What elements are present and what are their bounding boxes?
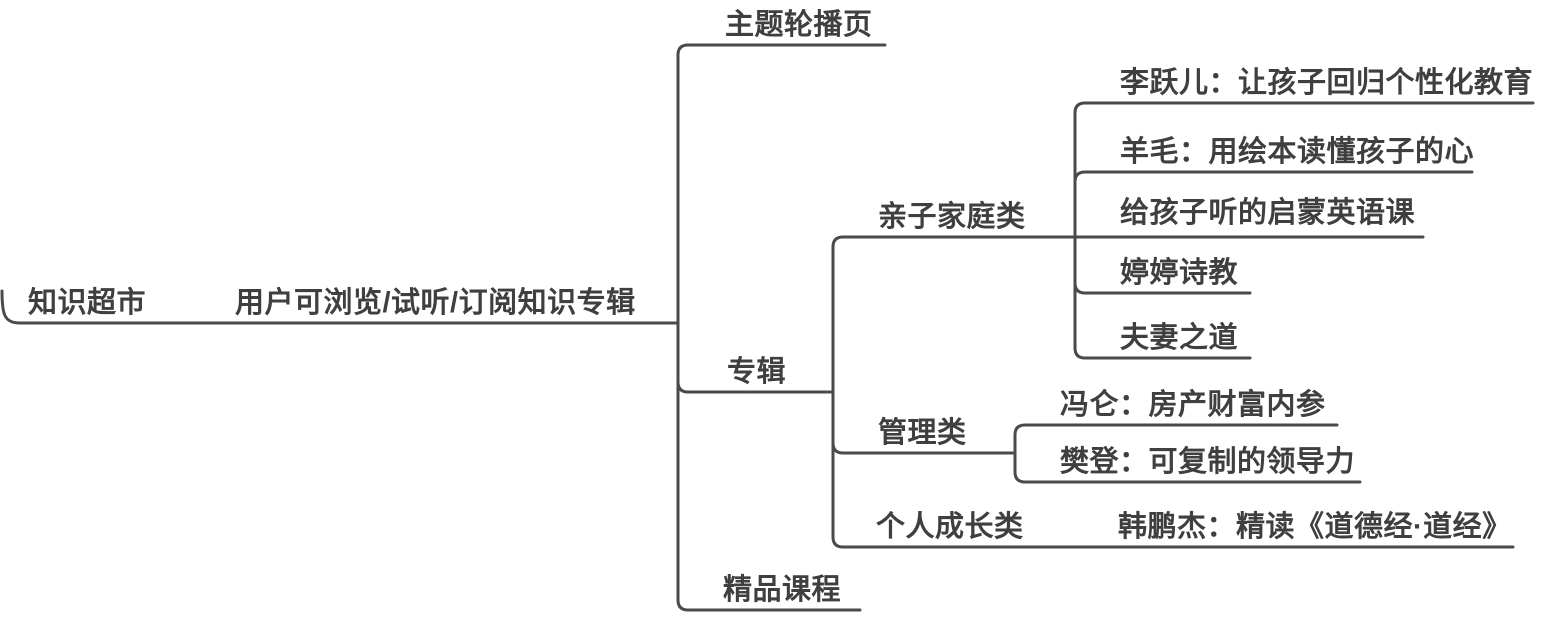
node-album-tingting[interactable]: 婷婷诗教 xyxy=(1120,257,1239,289)
node-premium-courses[interactable]: 精品课程 xyxy=(723,574,842,606)
node-albums[interactable]: 专辑 xyxy=(727,356,787,388)
edge-incoming-root-underline xyxy=(0,289,680,325)
node-theme-carousel[interactable]: 主题轮播页 xyxy=(725,9,873,41)
node-album-liyueer[interactable]: 李跃儿：让孩子回归个性化教育 xyxy=(1120,67,1534,99)
node-album-couples[interactable]: 夫妻之道 xyxy=(1120,322,1239,354)
node-category-management[interactable]: 管理类 xyxy=(878,417,967,449)
node-root[interactable]: 知识超市 xyxy=(28,287,147,319)
node-album-fenglun[interactable]: 冯仑：房产财富内参 xyxy=(1060,389,1326,421)
node-album-hanpengjie[interactable]: 韩鹏杰：精读《道德经·道经》 xyxy=(1118,511,1512,543)
node-category-personal-growth[interactable]: 个人成长类 xyxy=(876,511,1024,543)
edge-root-to-theme-carousel xyxy=(676,43,887,325)
node-category-family[interactable]: 亲子家庭类 xyxy=(878,201,1026,233)
edge-family-to-couples xyxy=(1073,235,1252,360)
node-album-yangmao[interactable]: 羊毛：用绘本读懂孩子的心 xyxy=(1120,136,1475,168)
edge-management-to-fenglun xyxy=(1013,423,1339,455)
edge-albums-to-family xyxy=(831,235,1077,394)
edge-family-to-liyueer xyxy=(1073,101,1535,239)
node-root-note[interactable]: 用户可浏览/试听/订阅知识专辑 xyxy=(235,287,636,319)
edge-root-to-premium-courses xyxy=(676,321,862,612)
edge-albums-to-personal-growth xyxy=(831,390,1515,549)
node-album-fandeng[interactable]: 樊登：可复制的领导力 xyxy=(1060,446,1356,478)
edge-family-to-yangmao xyxy=(1073,170,1474,239)
node-album-english[interactable]: 给孩子听的启蒙英语课 xyxy=(1120,197,1416,229)
edge-management-to-fandeng xyxy=(1013,451,1362,484)
